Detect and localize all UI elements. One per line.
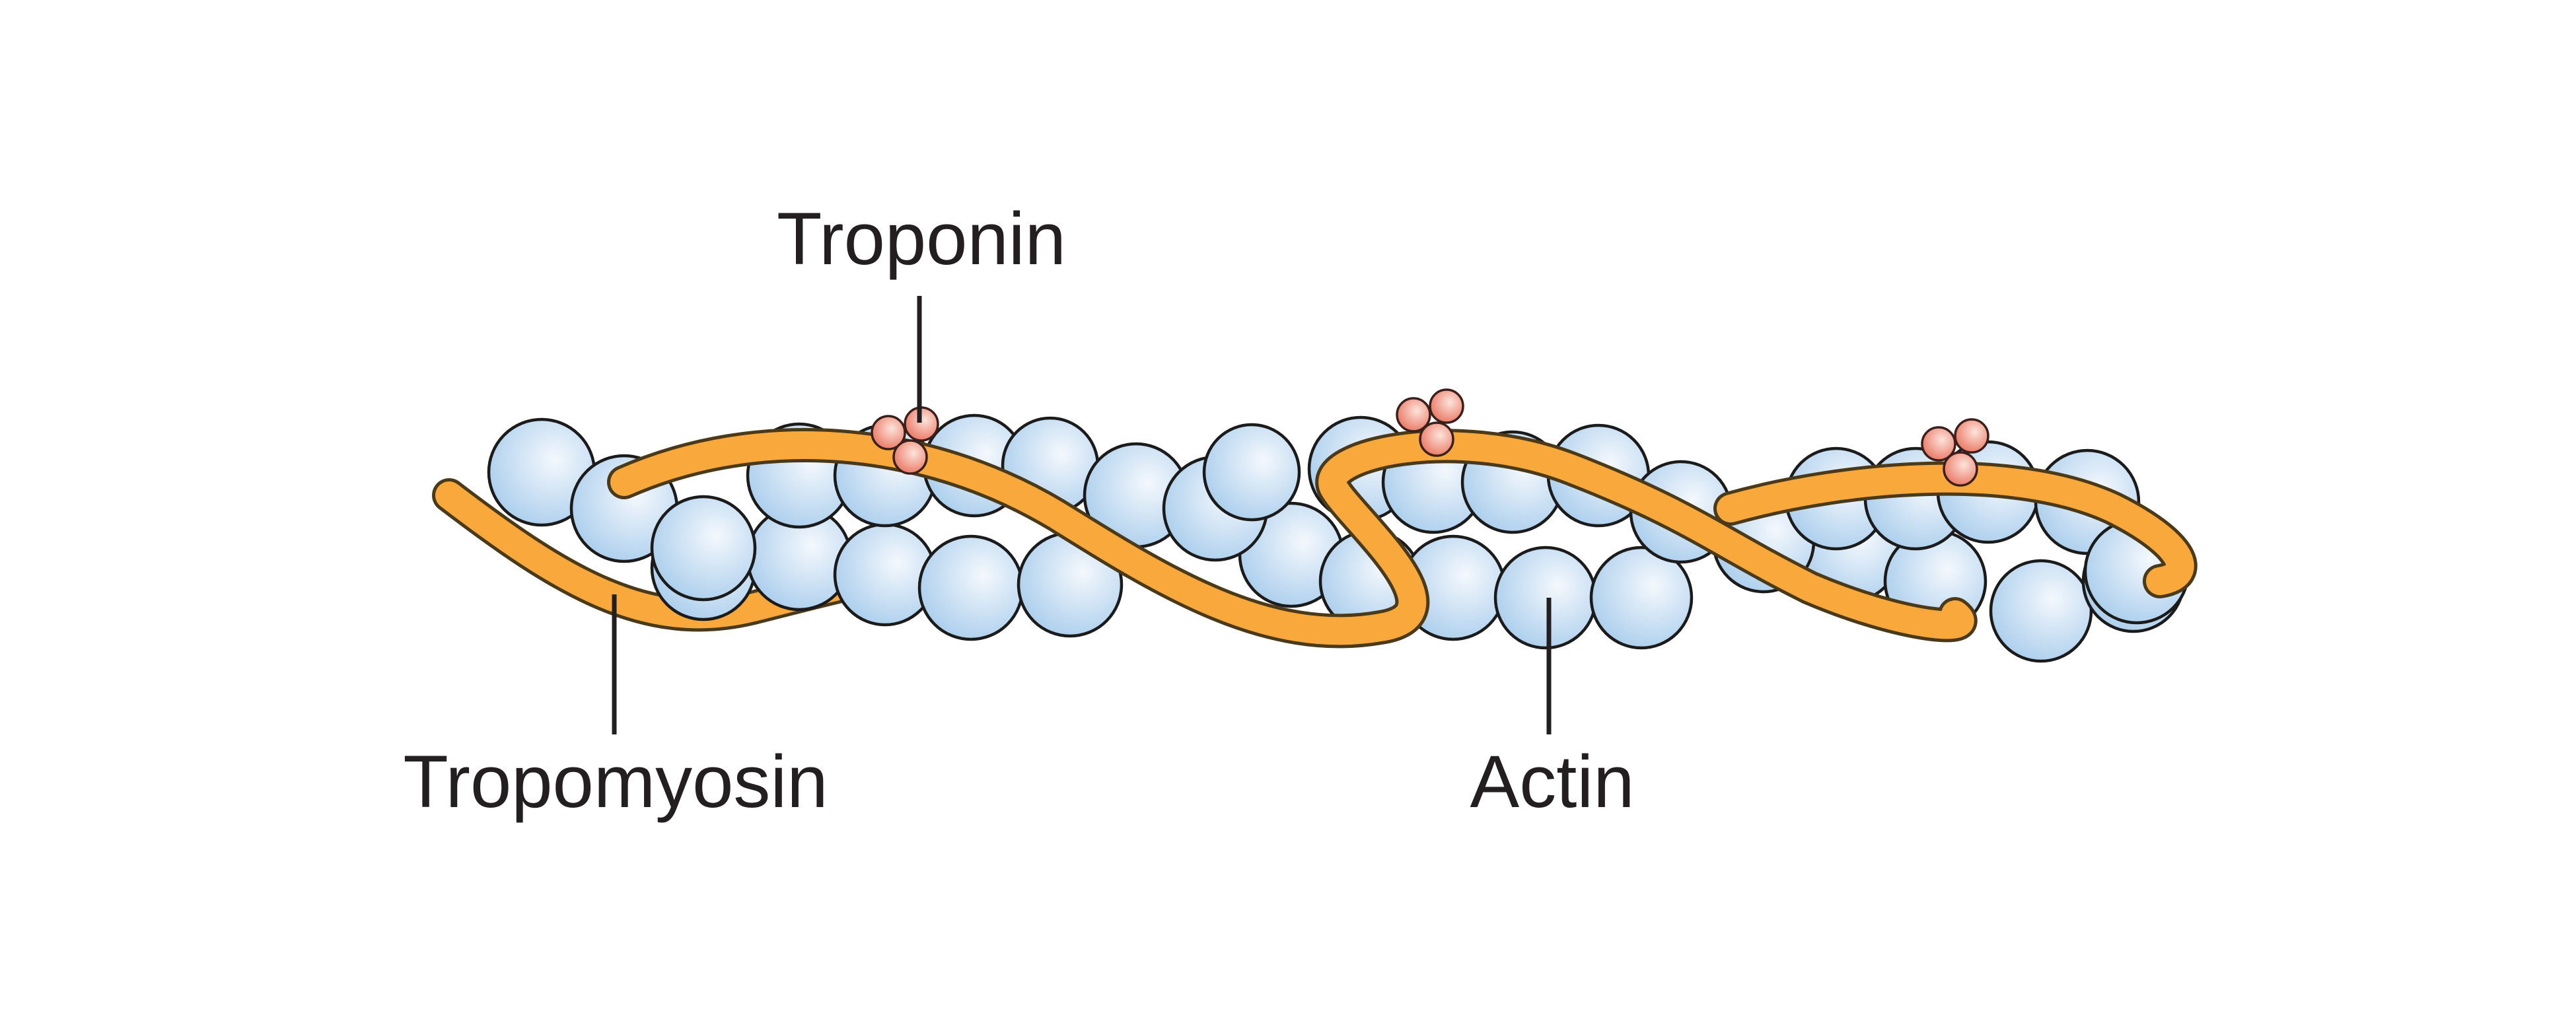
troponin-subunit	[1429, 388, 1464, 424]
troponin-subunit	[1419, 421, 1454, 457]
troponin-complexes	[871, 388, 1989, 487]
troponin-subunit	[1943, 451, 1978, 487]
actin-monomer	[1202, 423, 1301, 522]
actin-monomer	[1989, 559, 2093, 663]
troponin-subunit	[892, 439, 928, 475]
actin-monomer	[1493, 546, 1598, 650]
actin-label: Actin	[1470, 740, 1635, 823]
troponin-subunit	[1921, 426, 1956, 462]
troponin-label: Troponin	[777, 197, 1066, 280]
actin-monomer	[917, 534, 1024, 641]
troponin-subunit	[1954, 418, 1989, 454]
actin-monomer	[650, 495, 757, 602]
actin-monomer	[1589, 546, 1694, 650]
tropomyosin-strand-right	[1713, 461, 2198, 598]
troponin-subunit	[1396, 397, 1431, 433]
tropomyosin-label: Tropomyosin	[403, 740, 828, 823]
tropomyosin-strand-front	[607, 428, 1978, 649]
troponin-subunit	[871, 415, 906, 450]
